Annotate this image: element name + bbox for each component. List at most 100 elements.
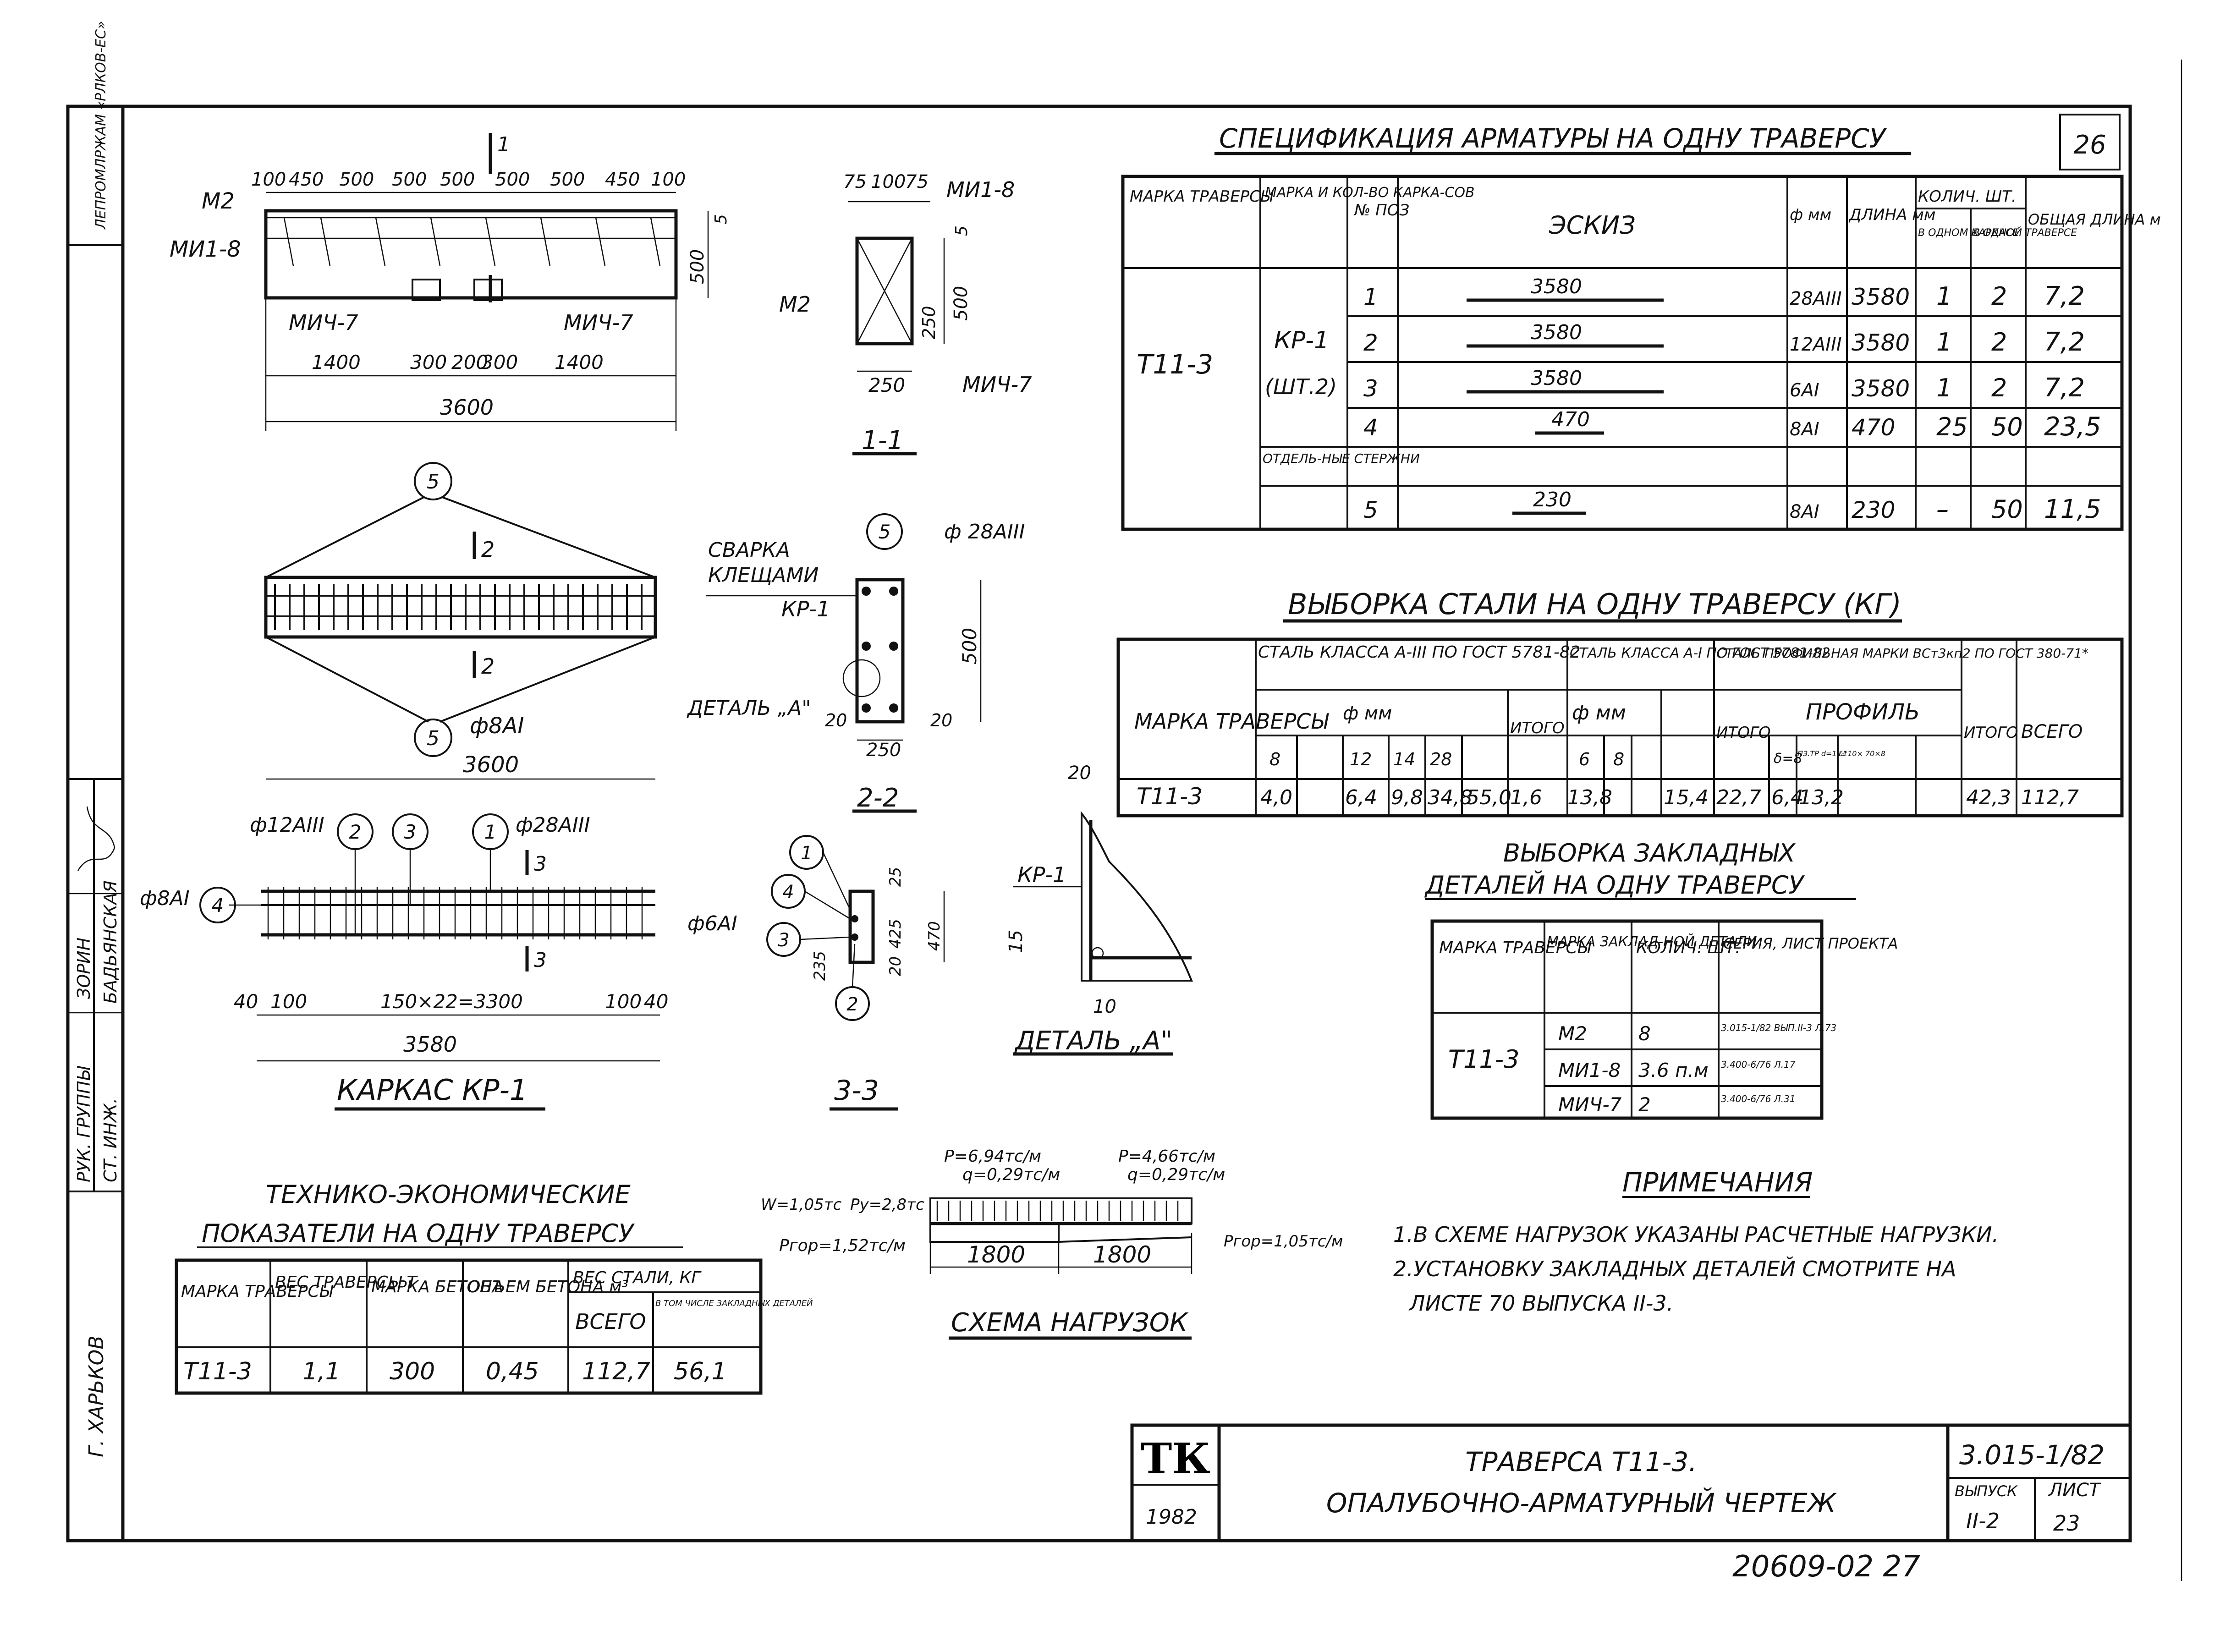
sec22-dim-20-left: 20 [825, 710, 847, 730]
elev-mi4-right-label: МИЧ-7 [564, 310, 633, 335]
section-2-2 [706, 513, 982, 813]
spec-cell-dia: 8АI [1790, 501, 1819, 522]
notes-title: ПРИМЕЧАНИЯ [1622, 1167, 1813, 1198]
svg-text:1,1: 1,1 [302, 1358, 341, 1385]
sec22-dim-20-right: 20 [930, 710, 952, 730]
spec-cell-sketch: 3580 [1531, 275, 1582, 298]
elev-m2-label: М2 [202, 188, 235, 214]
sec33-dims: 25 425 470 20 235 [811, 867, 944, 981]
steel-value: 1,6 [1510, 786, 1542, 809]
embedded-table-grid [1430, 919, 1824, 1120]
sec11-m2-label: М2 [779, 292, 811, 317]
svg-text:В ТОМ ЧИСЛЕ ЗАКЛАДНЫХ ДЕТАЛЕЙ: В ТОМ ЧИСЛЕ ЗАКЛАДНЫХ ДЕТАЛЕЙ [655, 1298, 813, 1308]
sec11-mi1-label: МИ1-8 [946, 177, 1015, 202]
sec22-kp-label: КР-1 [781, 597, 830, 621]
svg-text:100: 100 [251, 169, 286, 190]
spec-table-mark: Т11-3 [1137, 349, 1213, 380]
signature-scribble [77, 806, 115, 871]
svg-text:ф мм: ф мм [1790, 206, 1831, 224]
left-margin-city: Г. ХАРЬКОВ [85, 1335, 108, 1457]
embedded-cell-series: 3.400-6/76 Л.31 [1721, 1093, 1796, 1104]
title-block-title-2: ОПАЛУБОЧНО-АРМАТУРНЫЙ ЧЕРТЕЖ [1326, 1487, 1837, 1519]
svg-text:δ=8: δ=8 [1774, 751, 1802, 767]
sec11-mi4-label: МИЧ-7 [962, 372, 1032, 397]
embedded-cell-series: 3.015-1/82 ВЫП.II-3 Л.73 [1721, 1022, 1836, 1033]
svg-text:В ОДНОМ КАРКАСЕ: В ОДНОМ КАРКАСЕ [1918, 227, 2019, 239]
steel-value: 13,8 [1567, 786, 1612, 809]
svg-text:450: 450 [289, 169, 324, 190]
detail-a-dim-15: 15 [1006, 930, 1027, 953]
svg-text:L110× 70×8: L110× 70×8 [1839, 749, 1885, 758]
spec-cell-len: 470 [1852, 414, 1895, 441]
svg-text:14: 14 [1393, 749, 1415, 769]
tech-table-grid [175, 1258, 763, 1395]
embedded-cell-detail: МИЧ-7 [1558, 1093, 1622, 1116]
signature-role-2: СТ. ИНЖ. [100, 1098, 121, 1182]
spec-cell-len: 3580 [1852, 284, 1910, 310]
cage-rebar12-label: ф12АIII [250, 813, 324, 837]
cage-total-dim: 3580 [403, 1032, 457, 1057]
steel-table-title: ВЫБОРКА СТАЛИ НА ОДНУ ТРАВЕРСУ (КГ) [1288, 587, 1901, 621]
svg-text:40: 40 [234, 990, 258, 1013]
page-number: 26 [2073, 130, 2106, 160]
elev-total-dim: 3600 [440, 395, 494, 420]
title-block-sheet: 23 [2053, 1511, 2080, 1536]
svg-text:300: 300 [390, 1358, 435, 1385]
cage-kp1 [199, 813, 660, 1111]
svg-text:450: 450 [605, 169, 640, 190]
cage-section-mark-top: 3 [534, 852, 547, 876]
steel-table-itogo-3: ИТОГО [1964, 724, 2018, 742]
svg-text:40: 40 [644, 990, 668, 1013]
svg-text:235: 235 [811, 951, 829, 981]
spec-cell-per_cage: 1 [1936, 373, 1952, 402]
svg-text:100: 100 [871, 171, 906, 192]
svg-text:ПЗ.ТР d=1¼": ПЗ.ТР d=1¼" [1797, 749, 1847, 758]
svg-text:КОЛИЧ. ШТ.: КОЛИЧ. ШТ. [1918, 187, 2017, 206]
svg-text:500: 500 [495, 169, 530, 190]
sec22-weld-label-2: КЛЕЩАМИ [708, 564, 819, 587]
detail-a [1013, 811, 1193, 1056]
svg-text:100: 100 [651, 169, 686, 190]
load-scheme-title: СХЕМА НАГРУЗОК [951, 1308, 1189, 1338]
svg-text:ЭСКИЗ: ЭСКИЗ [1549, 211, 1636, 240]
steel-value: 9,8 [1391, 786, 1423, 809]
steel-table-mark-header: МАРКА ТРАВЕРСЫ [1134, 709, 1329, 734]
elev-top-dims: 100 450 500 500 500 500 500 450 100 [251, 169, 686, 190]
spec-cell-sketch: 3580 [1531, 321, 1582, 344]
svg-text:75: 75 [843, 171, 867, 192]
title-block-title-1: ТРАВЕРСА Т11-3. [1465, 1446, 1697, 1477]
spec-cell-pos: 2 [1363, 329, 1378, 356]
sec22-bubble: 5 [879, 521, 891, 543]
steel-value: 15,4 [1664, 786, 1709, 809]
title-block-sheet-label: ЛИСТ [2048, 1480, 2102, 1501]
svg-text:100: 100 [605, 990, 642, 1013]
svg-text:25: 25 [886, 867, 905, 887]
signature-name-1: ЗОРИН [74, 938, 94, 999]
embedded-cell-series: 3.400-6/76 Л.17 [1721, 1059, 1796, 1070]
svg-text:Т11-3: Т11-3 [183, 1358, 252, 1385]
sec33-bubble-4: 4 [782, 882, 794, 903]
elev-section-mark: 1 [497, 133, 510, 156]
plan-stirrups [274, 584, 643, 630]
embedded-cell-qty: 8 [1638, 1022, 1651, 1045]
svg-text:МАРКА И КОЛ-ВО КАРКА-СОВ: МАРКА И КОЛ-ВО КАРКА-СОВ [1265, 185, 1475, 201]
steel-value: 34,8 [1428, 786, 1473, 809]
spec-table-title: СПЕЦИФИКАЦИЯ АРМАТУРЫ НА ОДНУ ТРАВЕРСУ [1219, 123, 1887, 154]
embedded-cell-detail: МИ1-8 [1558, 1059, 1621, 1081]
title-block-grid [1130, 1423, 2132, 1542]
steel-value: 55,0 [1467, 786, 1511, 809]
load-scheme [929, 1197, 1192, 1340]
spec-cell-per_trav: 2 [1991, 328, 2007, 357]
plan-total-dim: 3600 [463, 752, 519, 778]
svg-text:СЕРИЯ, ЛИСТ ПРОЕКТА: СЕРИЯ, ЛИСТ ПРОЕКТА [1723, 935, 1898, 952]
sec22-dim-500: 500 [958, 628, 981, 664]
elev-height-top-dim: 5 [712, 214, 731, 225]
load-dim-right: 1800 [1093, 1241, 1151, 1268]
steel-table-dia-1: ф мм [1343, 703, 1392, 724]
steel-value: 6,4 [1771, 786, 1803, 809]
title-block-series: 3.015-1/82 [1959, 1439, 2105, 1471]
cage-bubble-2: 2 [349, 821, 362, 843]
